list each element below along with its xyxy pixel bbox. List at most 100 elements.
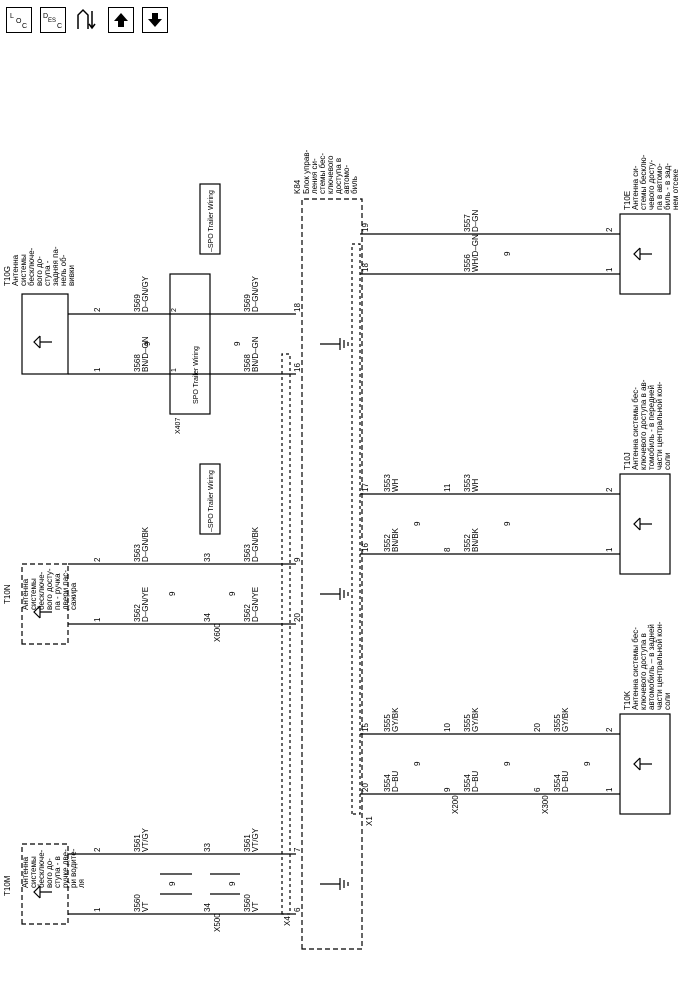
k84-pin7: 7	[293, 847, 302, 852]
toolbar: L O C D ES C	[6, 7, 168, 35]
t10j-desc-3: части центральной кон-	[655, 381, 664, 470]
antenna-icon-t10e	[633, 247, 652, 261]
t10k-desc-4: соли	[663, 693, 672, 711]
w3562-label-2: 3562	[243, 604, 252, 622]
w3562-color-2: D–GN/YE	[251, 587, 260, 622]
antenna-icon-t10j	[633, 517, 652, 531]
antenna-icon	[33, 885, 52, 899]
w3556-color: WH/D–GN	[471, 234, 480, 272]
t10n-desc-4: па - ручка	[53, 573, 62, 610]
t10e-pin2: 2	[605, 227, 614, 232]
t10e-desc-3: па в автомо-	[655, 163, 664, 210]
next-button[interactable]	[142, 7, 168, 33]
spo-trailer-wiring-right	[199, 183, 221, 255]
w3568-label-2: 3568	[243, 354, 252, 372]
t10m-twist-shield	[160, 873, 240, 895]
k84-id: K84	[293, 179, 302, 194]
t10j-desc-4: соли	[663, 453, 672, 471]
w3555-color: GY/BK	[391, 707, 400, 732]
t10g-pin2: 2	[93, 307, 102, 312]
t10g-desc-2: бесключе-	[27, 247, 36, 286]
t10j-desc-2: томобиль - в передней	[647, 385, 656, 470]
t10n-desc-3: вого досту-	[45, 568, 54, 610]
location-button[interactable]: L O C	[6, 7, 32, 33]
t10n-twist-2: 9	[228, 591, 237, 596]
spo-wiring-right: –SPO Trailer Wiring	[208, 190, 215, 252]
w3563-label-2: 3563	[243, 544, 252, 562]
t10g-desc-6: нель об-	[59, 254, 68, 286]
t10m-desc-5: ручке две-	[61, 849, 70, 888]
w3552-color: BN/BK	[391, 527, 400, 552]
t10g-desc-0: Антенна	[11, 254, 20, 286]
spo-trailer-wiring-left	[199, 463, 221, 535]
t10g-desc-4: ступа -	[43, 260, 52, 286]
connector-x500: X500	[213, 913, 222, 932]
t10m-desc-6: ри водите-	[69, 848, 78, 888]
w3552-label: 3552	[383, 534, 392, 552]
t10e-pin1: 1	[605, 267, 614, 272]
x407-pin2: 2	[171, 308, 178, 312]
t10g-antenna-box	[21, 293, 69, 375]
antenna-icon-t10n	[33, 605, 52, 619]
t10j-pin2: 2	[605, 487, 614, 492]
k84-pin6: 6	[293, 907, 302, 912]
t10m-pin1: 1	[93, 907, 102, 912]
k84-x1-pin20: 20	[361, 783, 370, 792]
t10k-twist-2: 9	[503, 761, 512, 766]
w3561-label-2: 3561	[243, 834, 252, 852]
t10k-id: T10K	[623, 690, 632, 710]
t10g-twist-1: 9	[143, 341, 152, 346]
t10k-antenna-box	[619, 713, 671, 815]
connector-x407: X407	[175, 418, 182, 434]
t10j-twist-1: 9	[413, 521, 422, 526]
t10k-pin2: 2	[605, 727, 614, 732]
w3560-color-2: VT	[251, 902, 260, 912]
ground-symbols	[320, 338, 349, 890]
t10g-pin1: 1	[93, 367, 102, 372]
w3557-label: 3557	[463, 214, 472, 232]
t10n-desc-0: Антенна	[21, 578, 30, 610]
t10m-wires	[68, 853, 296, 915]
w3554-label-3: 3554	[553, 774, 562, 792]
description-button[interactable]: D ES C	[40, 7, 66, 33]
x600-pin34: 34	[203, 613, 212, 622]
connector-x200: X200	[451, 795, 460, 814]
t10m-desc-7: ля	[77, 879, 86, 888]
w3561-label: 3561	[133, 834, 142, 852]
connection-flow-icon	[77, 8, 96, 30]
w3553-label: 3553	[383, 474, 392, 492]
w3554-label: 3554	[383, 774, 392, 792]
k84-pin20: 20	[293, 613, 302, 622]
w3563-label: 3563	[133, 544, 142, 562]
k84-pin18: 18	[293, 303, 302, 312]
w3552-label-2: 3552	[463, 534, 472, 552]
t10n-desc-2: бесключе-	[37, 571, 46, 610]
w3560-label-2: 3560	[243, 894, 252, 912]
spo-wiring-left: –SPO Trailer Wiring	[208, 470, 215, 532]
w3563-color: D–GN/BK	[141, 526, 150, 562]
w3555-label-3: 3555	[553, 714, 562, 732]
t10n-twist-1: 9	[168, 591, 177, 596]
previous-button[interactable]	[108, 7, 134, 33]
k84-desc-1: ления си-	[310, 158, 319, 194]
location-icon: L O C	[10, 13, 27, 30]
t10k-desc-0: Антенна системы бес-	[631, 627, 640, 710]
t10g-desc-3: вого до-	[35, 256, 44, 286]
t10n-desc-5: двери пас-	[61, 570, 70, 610]
w3568-color-2: BN/D–GN	[251, 336, 260, 372]
t10m-desc-1: системы	[29, 856, 38, 888]
t10m-twist-2: 9	[228, 881, 237, 886]
k84-pin16: 16	[293, 363, 302, 372]
w3562-color: D–GN/YE	[141, 587, 150, 622]
k84-desc-2: стемы бес-	[318, 153, 327, 194]
k84-x1-pin16: 16	[361, 543, 370, 552]
t10k-desc-3: части центральной кон-	[655, 621, 664, 710]
w3555-label-2: 3555	[463, 714, 472, 732]
connection-flow-button[interactable]	[74, 7, 100, 33]
t10j-twist-2: 9	[503, 521, 512, 526]
t10e-desc-2: чевого досту-	[647, 159, 656, 210]
t10g-desc-1: системы	[19, 254, 28, 286]
desc-label-d: D	[43, 13, 48, 20]
t10n-desc-6: сажира	[69, 582, 78, 610]
w3555-color-2: GY/BK	[471, 707, 480, 732]
